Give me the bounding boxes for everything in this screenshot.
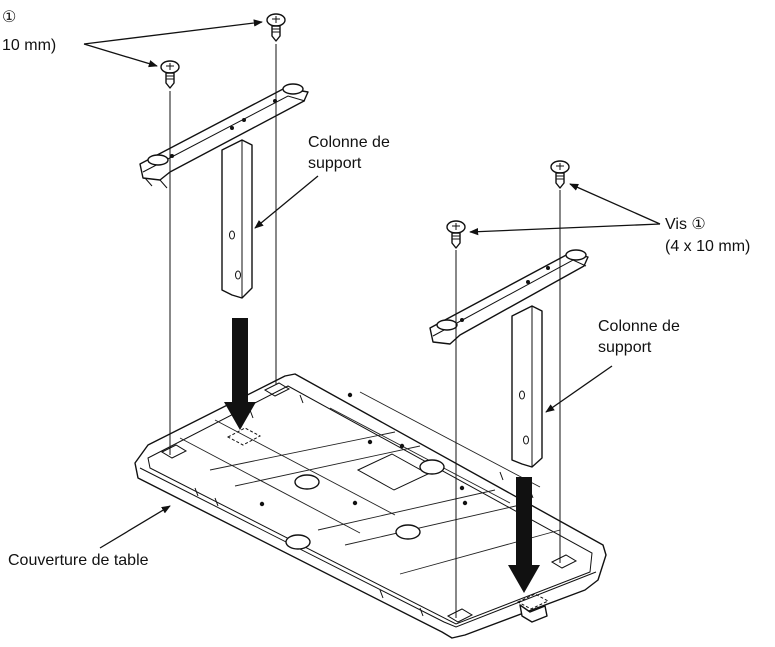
- support-column-left: [139, 83, 309, 430]
- screw-top-left-b: [160, 60, 180, 89]
- screw-top-left-a: [266, 13, 286, 42]
- screw-right-label-line2: (4 x 10 mm): [665, 238, 750, 255]
- callout-leaders: [83, 19, 661, 549]
- table-cover: [134, 373, 607, 639]
- alignment-lines: [169, 44, 561, 618]
- screw-top-left-size-label: 10 mm): [2, 37, 56, 54]
- screw-right-label-line1: Vis ①: [665, 216, 706, 233]
- column-right-label-line1: Colonne de: [598, 318, 680, 335]
- column-right-label-line2: support: [598, 339, 652, 356]
- screw-right-a: [550, 160, 570, 189]
- support-column-right: [429, 249, 589, 593]
- column-left-label-line1: Colonne de: [308, 134, 390, 151]
- table-cover-label: Couverture de table: [8, 552, 149, 569]
- column-left-label-line2: support: [308, 155, 362, 172]
- screw-right-b: [446, 220, 466, 249]
- screw-top-left-circle-label: ①: [2, 9, 16, 26]
